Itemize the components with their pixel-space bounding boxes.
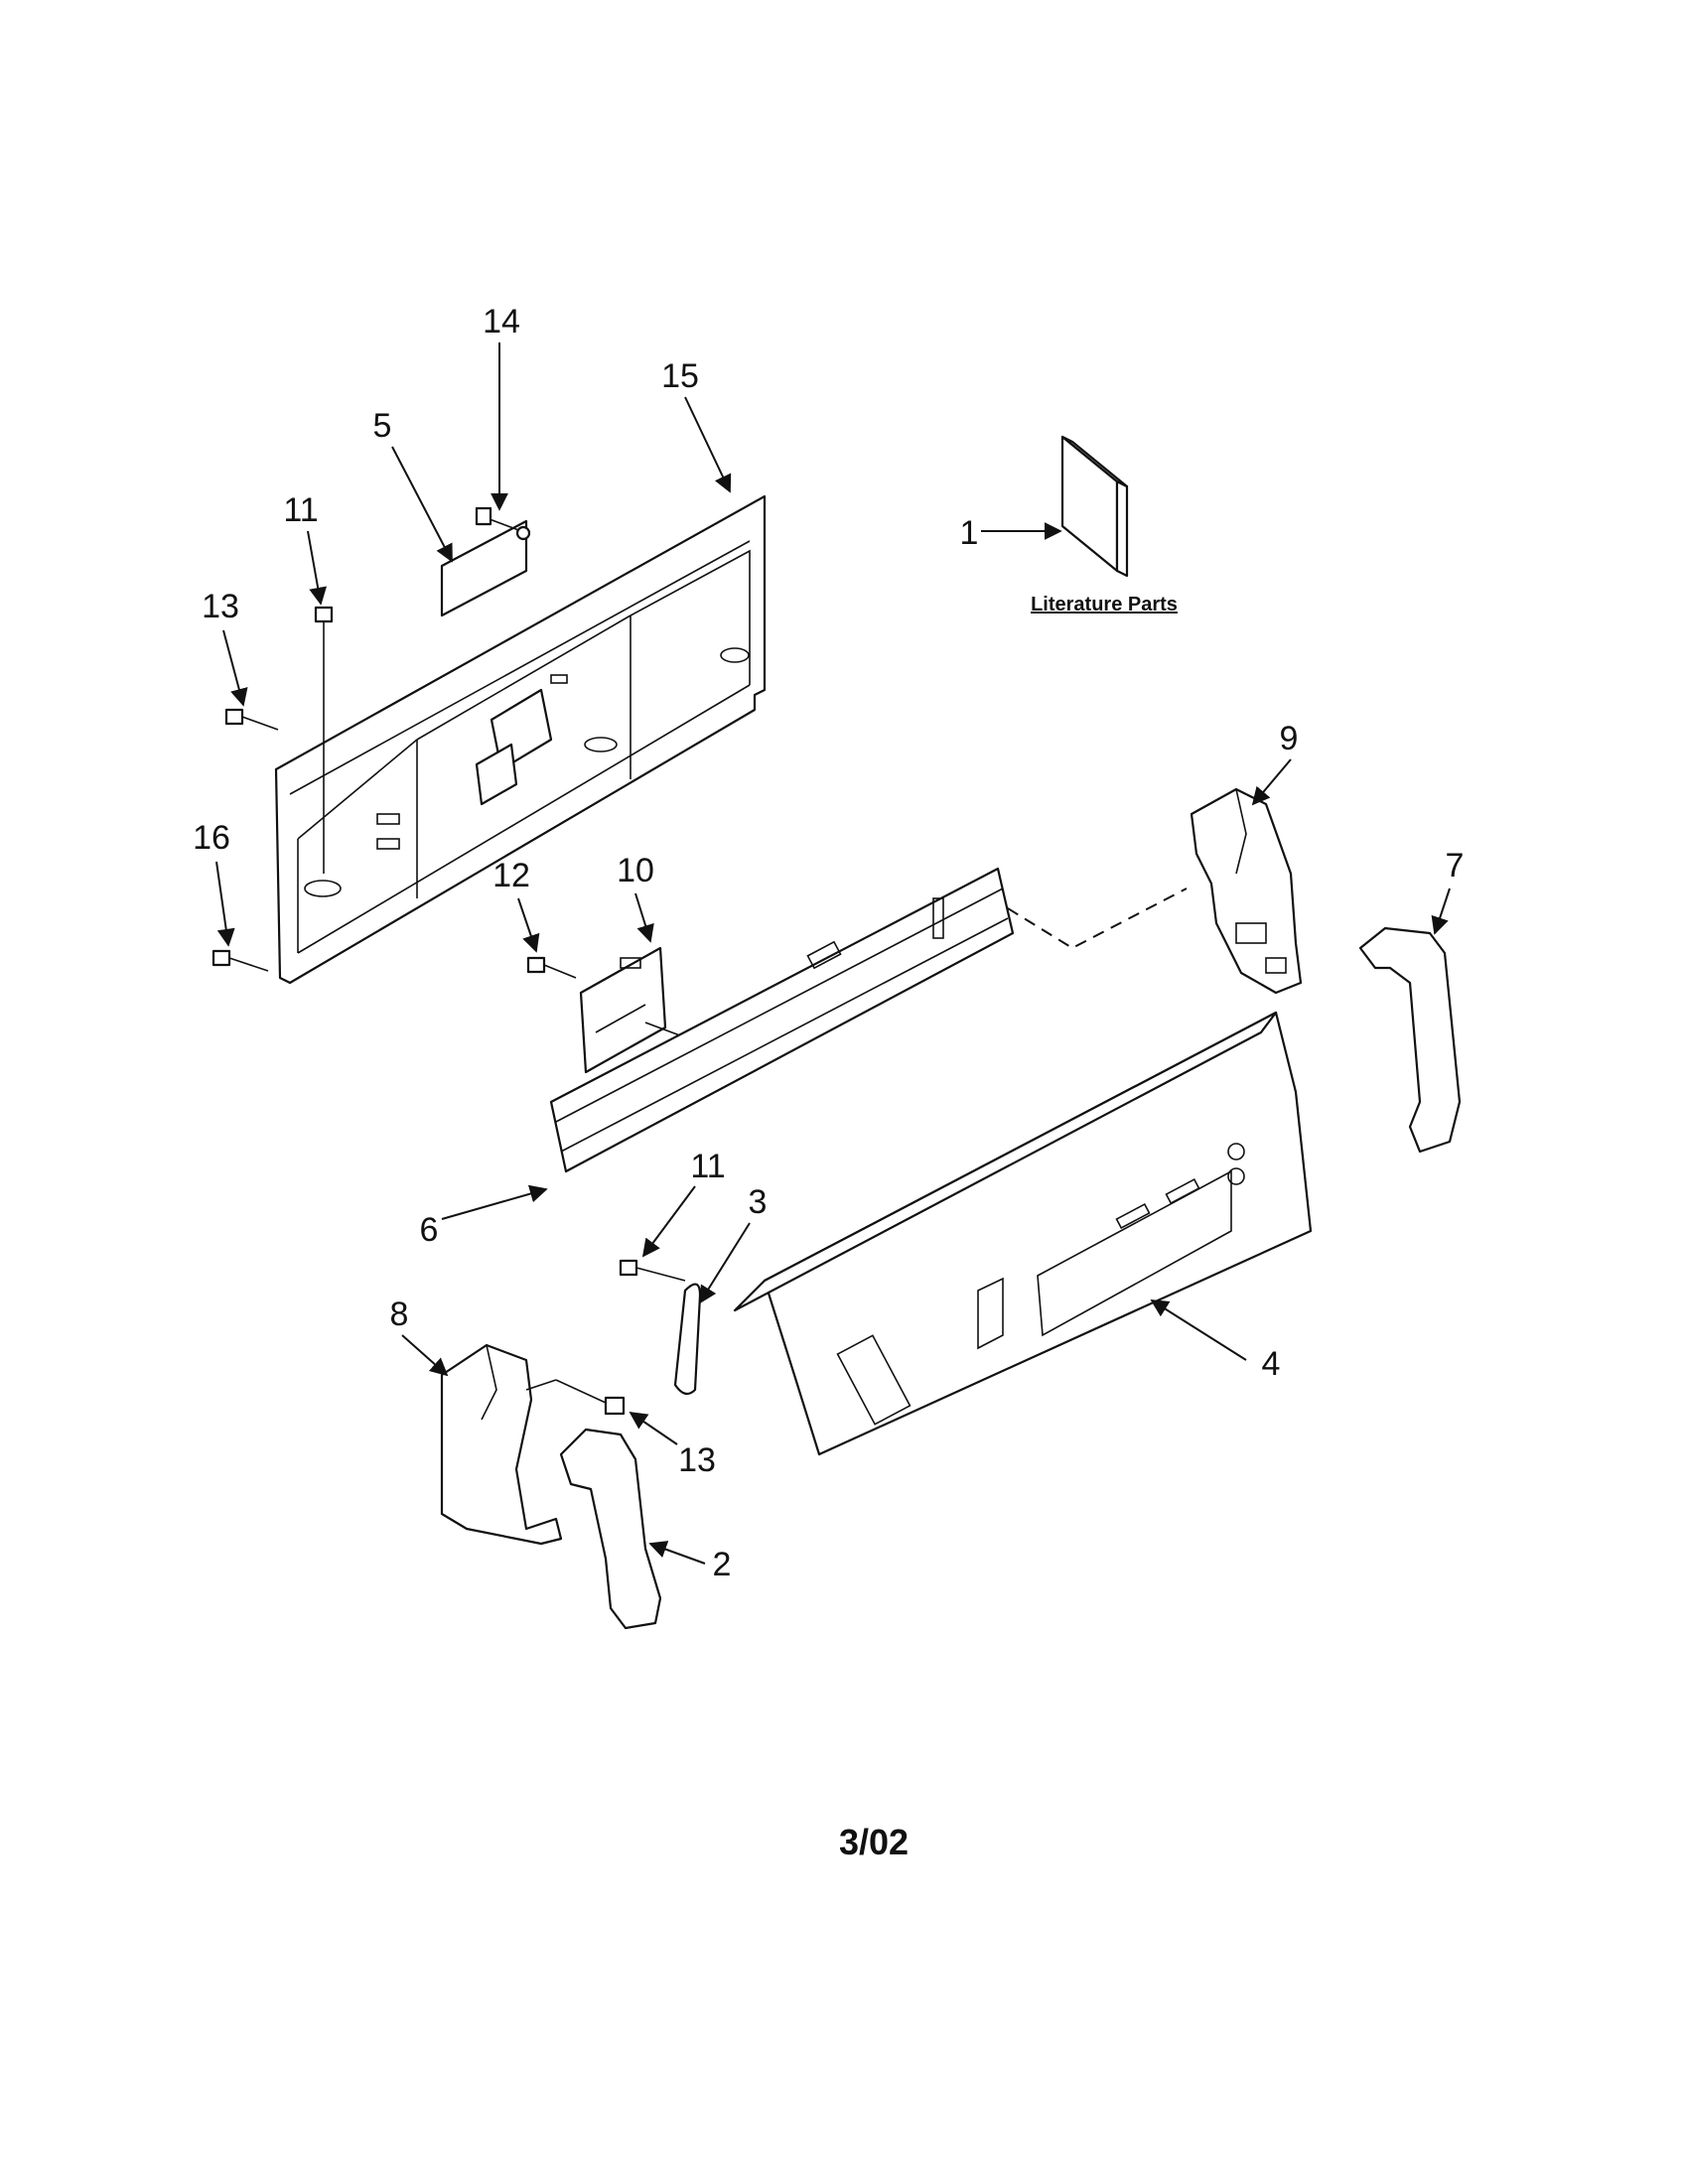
callout-16: 16 <box>193 819 230 857</box>
rear-panel-part-15 <box>274 494 767 985</box>
end-cap-alignment-line <box>1007 887 1188 950</box>
cover-plate-part-5 <box>440 519 528 617</box>
screw-part-13-top <box>224 708 279 731</box>
screw-part-13-lower <box>555 1379 626 1416</box>
end-cap-part-8 <box>440 1343 563 1546</box>
callout-9: 9 <box>1280 720 1299 757</box>
callout-4: 4 <box>1262 1345 1281 1383</box>
callout-14: 14 <box>483 303 520 341</box>
literature-parts-label: Literature Parts <box>1031 594 1178 615</box>
screw-part-11-lower <box>619 1259 686 1282</box>
callout-2: 2 <box>713 1546 732 1583</box>
control-panel-part-4 <box>733 1011 1313 1456</box>
strap-part-3 <box>673 1283 702 1396</box>
callout-8: 8 <box>390 1296 409 1333</box>
callout-13: 13 <box>202 588 239 625</box>
callout-10: 10 <box>617 852 654 889</box>
screw-part-11-top <box>314 606 334 874</box>
right-trim-part-7 <box>1358 926 1462 1154</box>
callout-13-lower: 13 <box>678 1441 716 1479</box>
callout-11: 11 <box>283 491 318 529</box>
callout-5: 5 <box>373 407 392 445</box>
left-trim-part-2 <box>559 1428 662 1630</box>
callout-3: 3 <box>749 1183 768 1221</box>
screw-part-16 <box>211 949 269 972</box>
callout-labels: 14 15 5 11 13 16 1 9 12 10 7 6 11 3 8 4 … <box>193 303 1464 1583</box>
mounting-bracket-part-6 <box>549 867 1015 1173</box>
callout-12: 12 <box>492 857 530 894</box>
leader-lines <box>215 342 1451 1565</box>
callout-15: 15 <box>661 357 699 395</box>
callout-7: 7 <box>1446 847 1465 885</box>
revision-date: 3/02 <box>839 1822 909 1862</box>
literature-booklet-part-1 <box>1060 435 1129 578</box>
screw-part-12 <box>526 956 577 979</box>
callout-6: 6 <box>420 1211 439 1249</box>
callout-11-lower: 11 <box>690 1148 725 1185</box>
end-cap-part-9 <box>1190 787 1303 995</box>
screw-part-14 <box>475 506 531 541</box>
callout-1: 1 <box>960 514 979 552</box>
